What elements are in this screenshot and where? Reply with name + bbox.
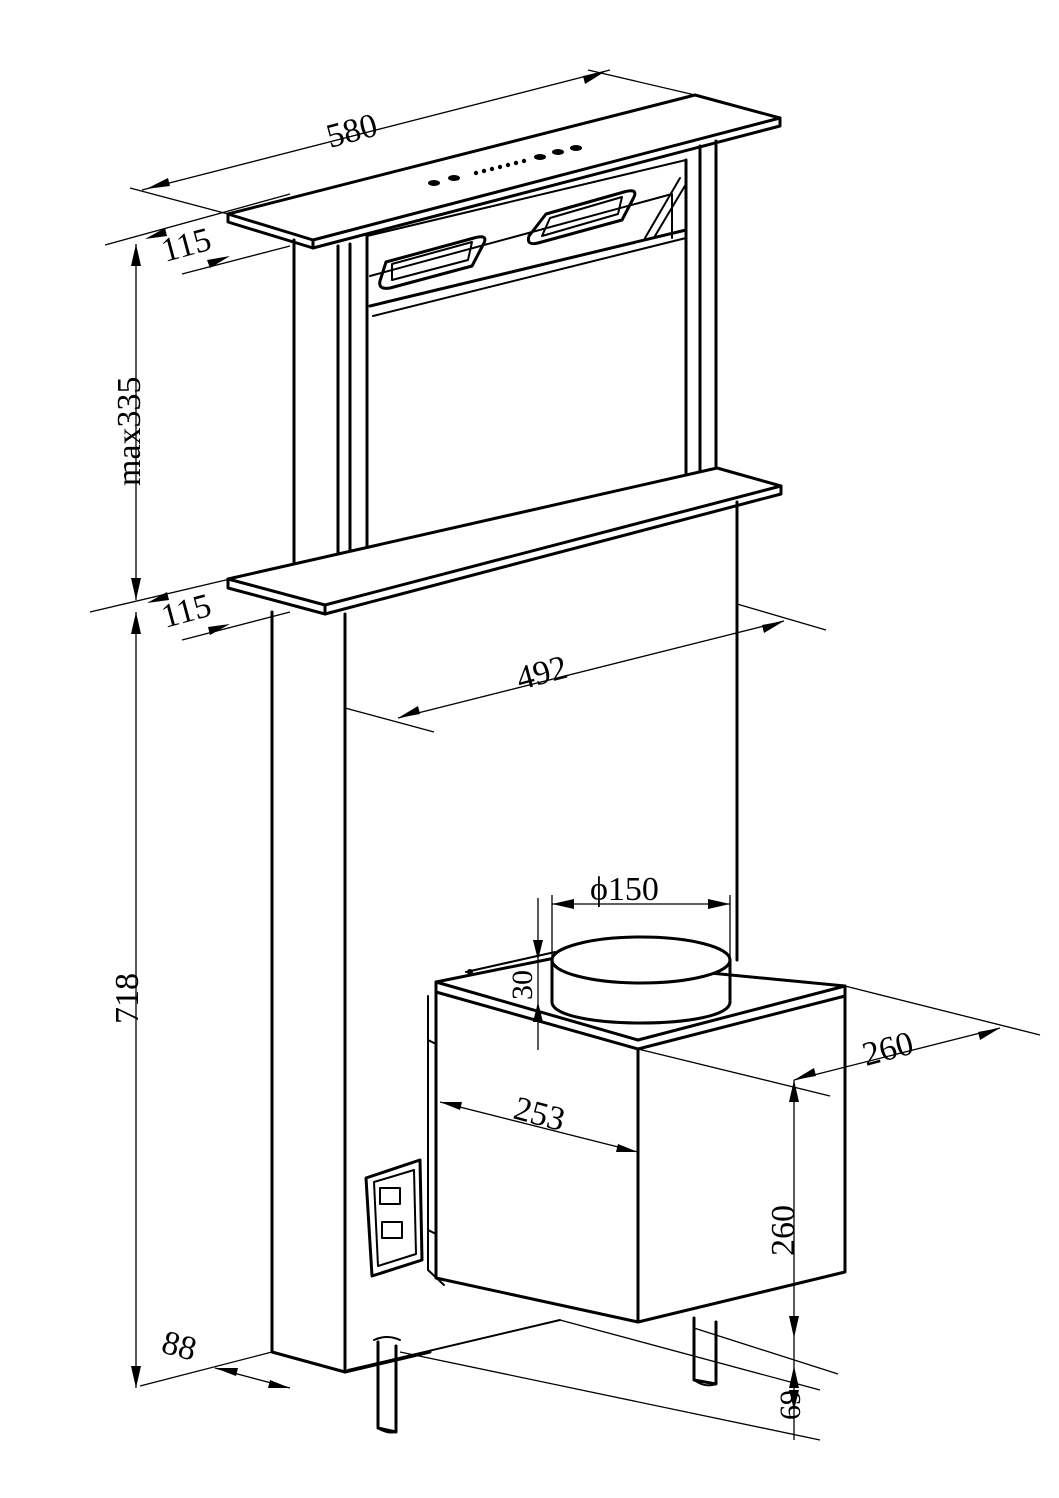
dimension-label-motor-width: 253 [510,1090,569,1139]
exhaust-collar [550,935,732,1025]
intake-grille [378,189,637,290]
top-cap [226,93,782,250]
dimension-label-collar-height: 30 [506,970,539,1000]
dimension-label-leg-height: 69 [774,1390,807,1420]
dimension-label-base-depth: 88 [158,1324,200,1369]
dimension-label-lift-height: max335 [111,376,148,486]
lift-section [292,139,718,588]
dimension-lines [89,69,1041,1441]
control-button [448,175,460,181]
control-slider-dots [473,158,527,176]
support-feet [373,1316,718,1434]
worktop-trim [226,466,783,616]
dimension-label-body-width: 492 [512,649,571,698]
control-panel [428,145,582,186]
dimension-label-motor-height: 260 [765,1205,802,1256]
dimension-label-duct-diameter: ϕ150 [590,871,659,908]
control-button [552,149,564,155]
control-button [428,180,440,186]
control-button [570,145,582,151]
dimension-label-total-height: 718 [109,973,146,1024]
terminal-box [364,1158,424,1278]
control-button [534,154,546,160]
dimension-label-motor-depth: 260 [858,1025,917,1074]
lower-body [270,500,739,1374]
dimension-label-top-width: 580 [322,107,381,156]
